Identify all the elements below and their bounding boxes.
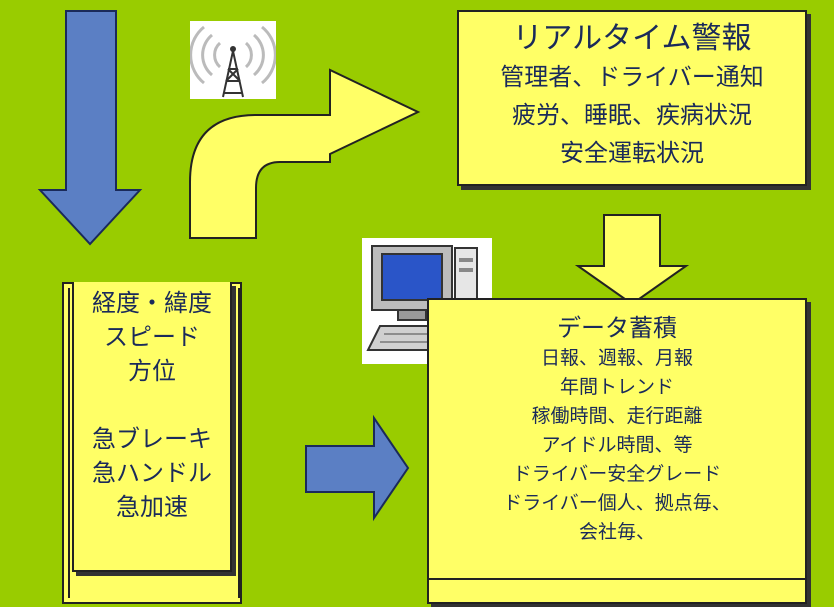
data-box-title: データ蓄積 (557, 314, 677, 342)
data-box-line-1: 日報、週報、月報 (540, 347, 693, 369)
data-box-line-3: 稼働時間、走行距離 (531, 405, 703, 427)
data-box-line-2: 年間トレンド (559, 376, 674, 398)
sensor-line-7: 急加速 (116, 493, 188, 521)
alert-box-line-2: 疲労、睡眠、疾病状況 (512, 101, 752, 129)
sensor-line-1: 経度・緯度 (92, 289, 212, 317)
alert-box-line-3: 安全運転状況 (560, 139, 704, 167)
right-arrow-blue (305, 414, 410, 522)
down-arrow-yellow (574, 214, 690, 306)
data-storage-box: データ蓄積 日報、週報、月報 年間トレンド 稼働時間、走行距離 アイドル時間、等… (427, 298, 807, 604)
sensor-data-box: 経度・緯度 スピード 方位 急ブレーキ 急ハンドル 急加速 (72, 282, 232, 572)
data-box-line-5: ドライバー安全グレード (512, 463, 722, 485)
data-box-line-7: 会社毎、 (578, 521, 655, 543)
sensor-line-6: 急ハンドル (92, 459, 212, 487)
antenna-tower-icon (189, 21, 277, 99)
sensor-line-2: スピード (104, 323, 200, 351)
sensor-line-5: 急ブレーキ (92, 425, 212, 453)
data-box-line-4: アイドル時間、等 (541, 434, 693, 456)
data-box-line-6: ドライバー個人、拠点毎、 (503, 492, 731, 514)
alert-box-line-1: 管理者、ドライバー通知 (500, 63, 764, 91)
bent-arrow-yellow (189, 68, 421, 239)
sensor-line-spacer (74, 388, 230, 422)
down-arrow-blue (37, 10, 143, 246)
sensor-line-3: 方位 (128, 357, 176, 385)
alert-box-title: リアルタイム警報 (512, 21, 752, 56)
realtime-alert-box: リアルタイム警報 管理者、ドライバー通知 疲労、睡眠、疾病状況 安全運転状況 (457, 10, 807, 186)
data-box-divider (429, 578, 805, 580)
